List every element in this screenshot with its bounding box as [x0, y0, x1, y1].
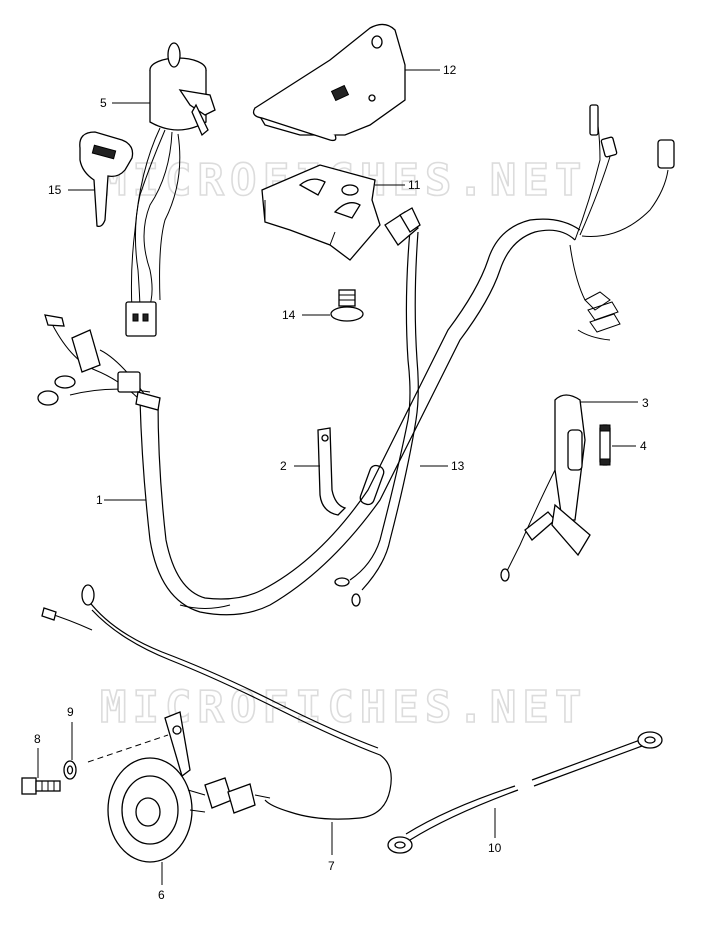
fuse-holder-part-3 [500, 394, 591, 582]
ignition-switch-part-5 [125, 42, 216, 337]
callout-9: 9 [67, 705, 74, 719]
callout-6: 6 [158, 888, 165, 902]
ground-wire-part-10 [387, 731, 663, 854]
clamp-part-2 [317, 427, 347, 516]
bolt-part-8 [21, 777, 61, 795]
callout-3: 3 [642, 396, 649, 410]
callout-2: 2 [280, 459, 287, 473]
callout-7: 7 [328, 859, 335, 873]
harness-part-1 [37, 104, 675, 616]
fuse-part-4 [599, 424, 611, 466]
horn-lead-part-7 [41, 584, 392, 820]
callout-11: 11 [408, 178, 421, 192]
callout-13: 13 [451, 459, 465, 473]
callout-1: 1 [96, 493, 103, 507]
callout-4: 4 [640, 439, 647, 453]
alignment-line [87, 734, 169, 763]
callout-10: 10 [488, 841, 502, 855]
screw-part-14 [330, 289, 364, 322]
callout-15: 15 [48, 183, 62, 197]
harness-part-13 [334, 207, 421, 607]
horn-part-6 [107, 711, 206, 863]
cover-part-11 [261, 164, 381, 261]
washer-part-9 [63, 760, 77, 780]
key-part-15 [79, 131, 134, 228]
bracket-part-12 [252, 23, 406, 142]
callout-12: 12 [443, 63, 457, 77]
callout-8: 8 [34, 732, 41, 746]
callout-5: 5 [100, 96, 107, 110]
callout-14: 14 [282, 308, 296, 322]
